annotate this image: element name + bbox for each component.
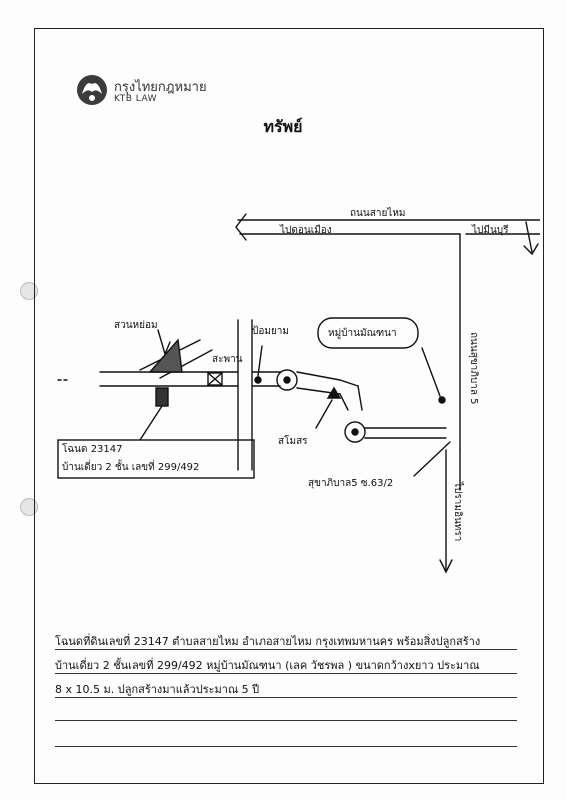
ktb-law-logo: กรุงไทยกฎหมาย KTB LAW (74, 72, 224, 112)
garuda-icon (77, 75, 107, 105)
map-label-guard-post: ป้อมยาม (252, 326, 290, 337)
map-label-village: หมู่บ้านมัณฑนา (328, 328, 397, 339)
description-line-2: บ้านเดี่ยว 2 ชั้นเลขที่ 299/492 หมู่บ้าน… (55, 659, 480, 672)
map-drawing (57, 213, 540, 574)
blank-line (55, 746, 517, 747)
page-border (34, 28, 544, 784)
map-label-to-don-mueang: ไปดอนเมือง (280, 225, 332, 236)
underline (55, 697, 517, 698)
blank-line (55, 720, 517, 721)
map-label-to-ram-intra: ไปรามอินทรา (452, 482, 463, 542)
location-map: ถนนสายไหม ไปดอนเมือง ไปมีนบุรี ถนนสุขาภิ… (40, 200, 540, 590)
map-label-title-deed: โฉนด 23147 (62, 444, 123, 455)
map-label-to-min-buri: ไปมีนบุรี (472, 225, 509, 236)
map-label-bridge: สะพาน (212, 354, 243, 365)
underline (55, 649, 517, 650)
map-label-park: สวนหย่อม (114, 320, 158, 331)
page-title: ทรัพย์ (263, 117, 303, 136)
map-label-house-number: บ้านเดี่ยว 2 ชั้น เลขที่ 299/492 (62, 462, 200, 473)
punch-hole (20, 498, 38, 516)
map-label-sukhaphiban-5-road: ถนนสุขาภิบาล 5 (468, 332, 479, 405)
description-line-3: 8 x 10.5 ม. ปลูกสร้างมาแล้วประมาณ 5 ปี (55, 683, 260, 696)
description-line-1: โฉนดที่ดินเลขที่ 23147 ตำบลสายไหม อำเภอส… (55, 635, 481, 648)
punch-hole (20, 282, 38, 300)
brand-name-english: KTB LAW (114, 94, 158, 104)
map-label-club: สโมสร (278, 436, 308, 447)
brand-name-thai: กรุงไทยกฎหมาย (114, 80, 207, 95)
underline (55, 673, 517, 674)
map-label-soi: สุขาภิบาล5 ซ.63/2 (308, 478, 394, 489)
map-label-sai-mai-road: ถนนสายไหม (350, 208, 406, 219)
